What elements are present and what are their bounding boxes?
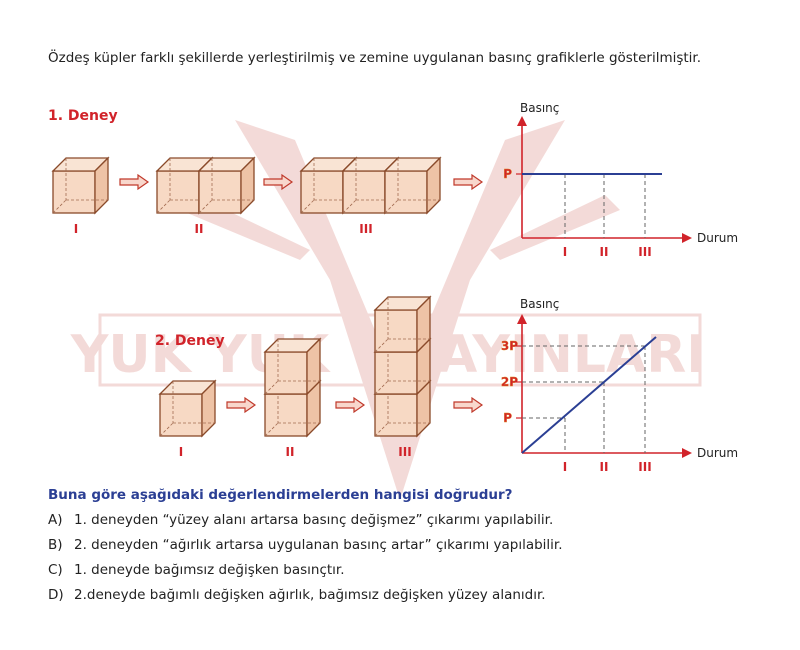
exp1-label-1: I — [73, 222, 79, 236]
graph2-xtick-3: III — [638, 460, 651, 474]
graph2-series-line — [521, 336, 657, 454]
exp2-label-2: II — [285, 445, 295, 459]
option-c-letter: C) — [48, 562, 63, 578]
graph2-ytick-p: P — [503, 411, 512, 425]
graph2-ylabel: Basınç — [520, 297, 559, 311]
intro-text: Özdeş küpler farklı şekillerde yerleştir… — [48, 50, 702, 66]
option-d-text: 2.deneyde bağımlı değişken ağırlık, bağı… — [74, 587, 546, 603]
option-a[interactable]: A) 1. deneyden “yüzey alanı artarsa bası… — [48, 512, 563, 537]
question-text: Buna göre aşağıdaki değerlendirmelerden … — [48, 487, 513, 503]
graph2-axes — [517, 314, 692, 458]
graph2-ytick-2p: 2P — [501, 375, 518, 389]
graph1-xtick-1: I — [563, 245, 567, 259]
option-a-text: 1. deneyden “yüzey alanı artarsa basınç … — [74, 512, 554, 528]
exp2-label-3: III — [398, 445, 412, 459]
watermark-right-text: YAYINLARI — [403, 325, 705, 385]
option-c-text: 1. deneyde bağımsız değişken basınçtır. — [74, 562, 345, 578]
exp2-label-1: I — [178, 445, 184, 459]
experiment1-title: 1. Deney — [48, 108, 118, 124]
graph1-ylabel: Basınç — [520, 101, 559, 115]
graph1-xlabel: Durum — [697, 231, 738, 245]
graph1-ytick-p: P — [503, 167, 512, 181]
graph2-xtick-1: I — [563, 460, 567, 474]
option-d-letter: D) — [48, 587, 64, 603]
option-d[interactable]: D) 2.deneyde bağımlı değişken ağırlık, b… — [48, 587, 563, 612]
option-b[interactable]: B) 2. deneyden “ağırlık artarsa uygulana… — [48, 537, 563, 562]
graph1-xtick-3: III — [638, 245, 651, 259]
option-b-letter: B) — [48, 537, 63, 553]
graph2-xlabel: Durum — [697, 446, 738, 460]
exp1-label-3: III — [359, 222, 373, 236]
graph1-axes — [517, 116, 692, 243]
experiment2-title: 2. Deney — [155, 333, 225, 349]
option-c[interactable]: C) 1. deneyde bağımsız değişken basınçtı… — [48, 562, 563, 587]
options-list: A) 1. deneyden “yüzey alanı artarsa bası… — [48, 512, 563, 612]
option-a-letter: A) — [48, 512, 63, 528]
option-b-text: 2. deneyden “ağırlık artarsa uygulanan b… — [74, 537, 563, 553]
graph2-ytick-3p: 3P — [501, 339, 518, 353]
exp1-label-2: II — [194, 222, 204, 236]
graph1-xtick-2: II — [600, 245, 609, 259]
graph2-xtick-2: II — [600, 460, 609, 474]
